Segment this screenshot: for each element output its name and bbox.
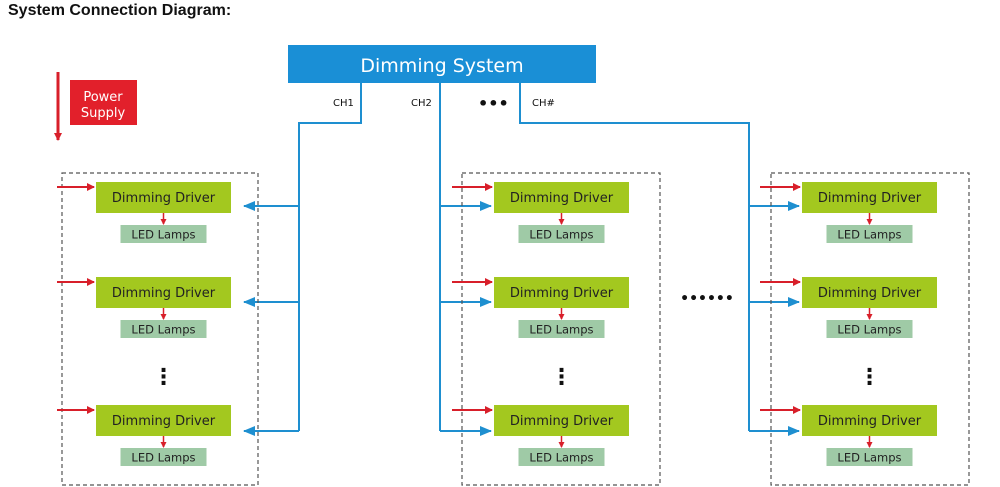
channel-label-more: ••• [478,94,509,113]
channel-label-chn: CH# [532,98,555,109]
ch1-more-drivers-ellipsis: ⋮ [153,365,175,390]
chn-led-lamps-box-2 [826,320,913,338]
ch1-wire [298,83,362,431]
ch1-dimming-driver-box-2 [96,277,231,308]
ch2-more-drivers-ellipsis: ⋮ [551,365,573,390]
dimming-system-label: Dimming System [360,55,523,77]
diagram-heading: System Connection Diagram: [8,2,232,19]
ch1-led-lamps-box-2 [120,320,207,338]
signal-wiring [243,83,800,436]
ch1-led-lamps-label-3: LED Lamps [131,451,195,465]
chn-led-lamps-box-1 [826,225,913,243]
ch2-dimming-driver-label-1: Dimming Driver [510,191,614,206]
ch2-dimming-driver-label-3: Dimming Driver [510,414,614,429]
dimming-system-box: Dimming System [288,45,596,83]
ch1-led-lamps-box-3 [120,448,207,466]
ch1-dimming-driver-box-1 [96,182,231,213]
ch1-dimming-driver-label-2: Dimming Driver [112,286,216,301]
chn-led-lamps-label-2: LED Lamps [837,323,901,337]
ch2-led-lamps-label-2: LED Lamps [529,323,593,337]
ch2-led-lamps-label-1: LED Lamps [529,228,593,242]
ch1-led-lamps-label-1: LED Lamps [131,228,195,242]
ch2-led-lamps-box-2 [518,320,605,338]
chn-dimming-driver-label-3: Dimming Driver [818,414,922,429]
chn-led-lamps-label-3: LED Lamps [837,451,901,465]
chn-led-lamps-box-3 [826,448,913,466]
chn-dimming-driver-box-3 [802,405,937,436]
chn-dimming-driver-box-2 [802,277,937,308]
chn-dimming-driver-label-1: Dimming Driver [818,191,922,206]
chn-more-drivers-ellipsis: ⋮ [859,365,881,390]
ch2-dimming-driver-label-2: Dimming Driver [510,286,614,301]
ch2-dimming-driver-box-3 [494,405,629,436]
ch2-led-lamps-box-3 [518,448,605,466]
channel-label-ch2: CH2 [411,98,432,109]
ch2-led-lamps-box-1 [518,225,605,243]
power-supply-label-line2: Supply [81,106,126,121]
power-supply-label-line1: Power [83,90,123,105]
chn-wire [519,83,750,431]
ch2-led-lamps-label-3: LED Lamps [529,451,593,465]
driver-group-ch2 [461,172,661,486]
ch2-dimming-driver-box-1 [494,182,629,213]
ch1-led-lamps-box-1 [120,225,207,243]
ch1-dimming-driver-label-3: Dimming Driver [112,414,216,429]
chn-dimming-driver-label-2: Dimming Driver [818,286,922,301]
driver-group-chn [770,172,970,486]
driver-group-ch1 [61,172,259,486]
chn-led-lamps-label-1: LED Lamps [837,228,901,242]
power-supply-legend: Power Supply [54,72,137,141]
ch1-dimming-driver-box-3 [96,405,231,436]
chn-dimming-driver-box-1 [802,182,937,213]
ch2-dimming-driver-box-2 [494,277,629,308]
channel-label-ch1: CH1 [333,98,354,109]
ch1-dimming-driver-label-1: Dimming Driver [112,191,216,206]
more-groups-ellipsis: •••••• [680,291,734,307]
ch1-led-lamps-label-2: LED Lamps [131,323,195,337]
